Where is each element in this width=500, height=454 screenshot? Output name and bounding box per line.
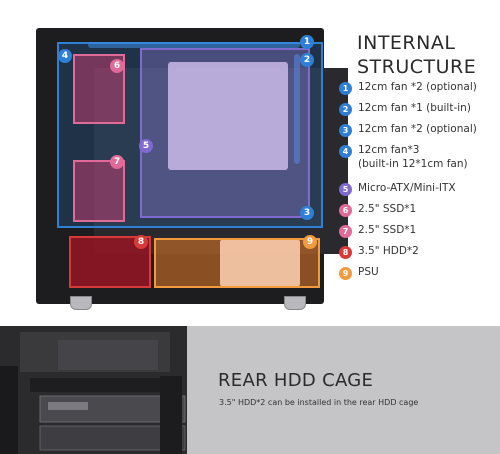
- legend-num-6-icon: 6: [339, 204, 352, 217]
- badge-3: 3: [300, 206, 314, 220]
- title-line-2: STRUCTURE: [357, 56, 477, 78]
- zone-rear-fan: [294, 54, 300, 164]
- badge-7: 7: [110, 155, 124, 169]
- legend-label: 3.5" HDD*2: [358, 245, 419, 257]
- legend-num-7-icon: 7: [339, 225, 352, 238]
- legend-num-8-icon: 8: [339, 246, 352, 259]
- zone-top-fans: [88, 42, 300, 48]
- badge-2: 2: [300, 53, 314, 67]
- legend-label: 12cm fan *2 (optional): [358, 123, 477, 135]
- legend-num-5-icon: 5: [339, 183, 352, 196]
- legend-item-3: 3 12cm fan *2 (optional): [339, 122, 499, 143]
- legend-item-6: 6 2.5" SSD*1: [339, 202, 499, 223]
- badge-8: 8: [134, 235, 148, 249]
- legend-item-9: 9 PSU: [339, 265, 499, 286]
- legend-label-line2: (built-in 12*1cm fan): [358, 158, 468, 170]
- title-line-1: INTERNAL: [357, 32, 456, 54]
- legend-num-2-icon: 2: [339, 103, 352, 116]
- section-title: INTERNAL STRUCTURE: [357, 31, 476, 79]
- component-legend: 1 12cm fan *2 (optional) 2 12cm fan *1 (…: [339, 80, 499, 286]
- motherboard-highlight: [168, 62, 288, 170]
- legend-num-1-icon: 1: [339, 82, 352, 95]
- internal-structure-section: 1 2 3 4 5 6 7 8 9 INTERNAL STRUCTURE 1 1…: [36, 28, 499, 310]
- rear-hdd-title: REAR HDD CAGE: [218, 370, 374, 391]
- legend-item-2: 2 12cm fan *1 (built-in): [339, 101, 499, 122]
- legend-item-5: 5 Micro-ATX/Mini-ITX: [339, 181, 499, 202]
- badge-6: 6: [110, 59, 124, 73]
- hdd-cage-photo: [0, 326, 187, 454]
- badge-4: 4: [58, 49, 72, 63]
- legend-num-3-icon: 3: [339, 124, 352, 137]
- case-foot-right: [284, 296, 306, 310]
- legend-label: 2.5" SSD*1: [358, 203, 417, 215]
- badge-1: 1: [300, 35, 314, 49]
- legend-label: PSU: [358, 266, 379, 278]
- badge-5: 5: [139, 139, 153, 153]
- legend-label: 12cm fan *2 (optional): [358, 81, 477, 93]
- legend-label: Micro-ATX/Mini-ITX: [358, 182, 456, 194]
- badge-9: 9: [303, 235, 317, 249]
- legend-item-4: 4 12cm fan*3 (built-in 12*1cm fan): [339, 143, 499, 181]
- legend-item-7: 7 2.5" SSD*1: [339, 223, 499, 244]
- legend-item-8: 8 3.5" HDD*2: [339, 244, 499, 265]
- rear-hdd-subtitle: 3.5" HDD*2 can be installed in the rear …: [219, 398, 419, 407]
- legend-num-9-icon: 9: [339, 267, 352, 280]
- psu-highlight: [220, 240, 300, 286]
- legend-label: 12cm fan*3 (built-in 12*1cm fan): [358, 143, 468, 171]
- legend-label: 12cm fan *1 (built-in): [358, 102, 471, 114]
- zone-ssd-2: [73, 160, 125, 222]
- legend-num-4-icon: 4: [339, 145, 352, 158]
- rear-hdd-cage-section: [0, 326, 500, 454]
- hdd-cage-illustration: [0, 326, 187, 454]
- legend-label: 2.5" SSD*1: [358, 224, 417, 236]
- case-foot-left: [70, 296, 92, 310]
- legend-item-1: 1 12cm fan *2 (optional): [339, 80, 499, 101]
- legend-label-line1: 12cm fan*3: [358, 144, 420, 156]
